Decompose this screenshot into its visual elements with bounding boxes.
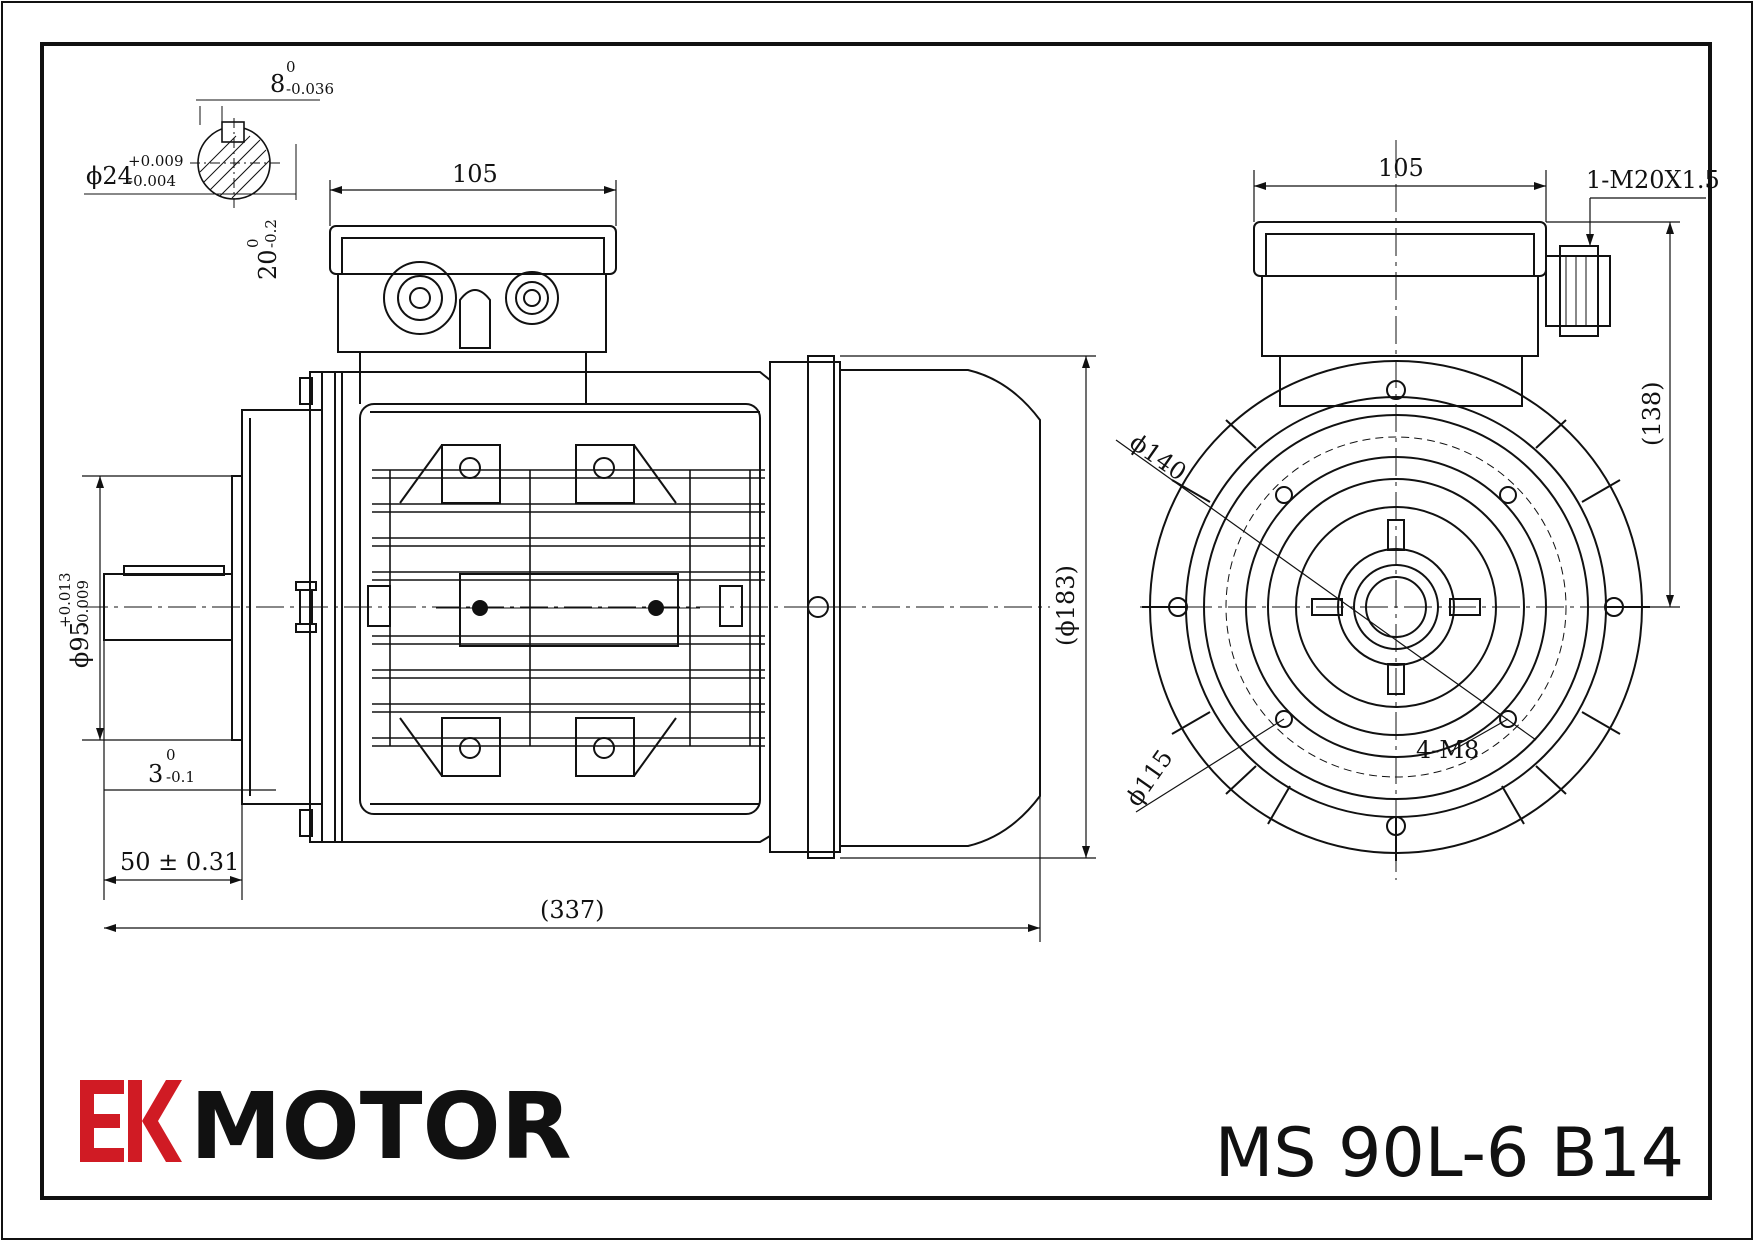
lug-bl <box>441 717 501 777</box>
shaft-dia-label: ϕ24 <box>86 162 133 190</box>
frame-dia-label: (ϕ183) <box>1052 565 1080 646</box>
side-dimension-arrows <box>96 186 1090 932</box>
spigot-group: ϕ95 +0.013 -0.009 <box>56 572 94 668</box>
gland-1 <box>383 261 457 335</box>
cable-gland <box>1545 255 1611 327</box>
end-dimensions <box>1115 170 1706 813</box>
bolt-circle-label: ϕ115 <box>1120 744 1179 811</box>
key-depth-tol-upper: 0 <box>244 238 262 248</box>
shaft-length-label: 50 ± 0.31 <box>120 848 239 876</box>
lug-tr <box>575 444 635 504</box>
model-name: MS 90L-6 B14 <box>1215 1114 1684 1193</box>
side-box-width-label: 105 <box>452 160 498 188</box>
spigot-depth-tol-lower: -0.1 <box>166 768 195 786</box>
key-depth-group: 20 0 -0.2 <box>244 219 282 280</box>
flange-spigot <box>231 475 243 741</box>
overall-length-label: (337) <box>540 896 605 924</box>
holes-label: 4-M8 <box>1416 736 1479 764</box>
shaft-section <box>84 99 320 210</box>
spigot-dia-label: ϕ95 <box>66 621 94 668</box>
lug-br <box>575 717 635 777</box>
key-depth-label: 20 <box>254 249 282 280</box>
key-width-label: 8 <box>270 70 285 98</box>
brand-name: MOTOR <box>190 1073 572 1180</box>
cable-gland-label: 1-M20X1.5 <box>1586 166 1720 194</box>
lug-tl <box>441 444 501 504</box>
spigot-tol-upper: +0.013 <box>56 572 74 628</box>
spigot-tol-lower: -0.009 <box>74 580 92 628</box>
fan-cover <box>840 369 1041 847</box>
end-view <box>1140 140 1680 880</box>
fan-cover-ring <box>769 361 841 853</box>
height-to-box-label: (138) <box>1638 381 1666 446</box>
side-dimensions <box>82 180 1096 942</box>
end-dimension-arrows <box>1254 182 1674 607</box>
flange-outer <box>1203 414 1589 800</box>
cooling-fins <box>372 469 765 747</box>
shaft-dia-tol-lower: -0.004 <box>128 172 176 190</box>
key-depth-tol-lower: -0.2 <box>262 219 280 248</box>
drawing-frame <box>40 42 1712 1200</box>
gland-2 <box>505 271 559 325</box>
spokes <box>1311 519 1481 695</box>
name-plate <box>459 573 679 647</box>
key-width-tol-upper: 0 <box>286 58 296 76</box>
shaft-dia-tol-upper: +0.009 <box>128 152 184 170</box>
shaft-key <box>123 565 225 576</box>
key-width-tol-lower: -0.036 <box>286 80 334 98</box>
end-box-width-label: 105 <box>1378 154 1424 182</box>
spigot-depth-tol-upper: 0 <box>166 746 176 764</box>
spigot-depth-label: 3 <box>148 760 163 788</box>
bolt-circle <box>1225 436 1567 778</box>
radial-fins <box>1142 419 1650 861</box>
side-view <box>80 225 1050 859</box>
end-terminal-box <box>1253 221 1547 277</box>
flange-outer-label: ϕ140 <box>1125 428 1192 487</box>
logo: MOTOR <box>80 1073 572 1180</box>
terminal-box <box>329 225 617 275</box>
logo-mark <box>80 1080 182 1162</box>
